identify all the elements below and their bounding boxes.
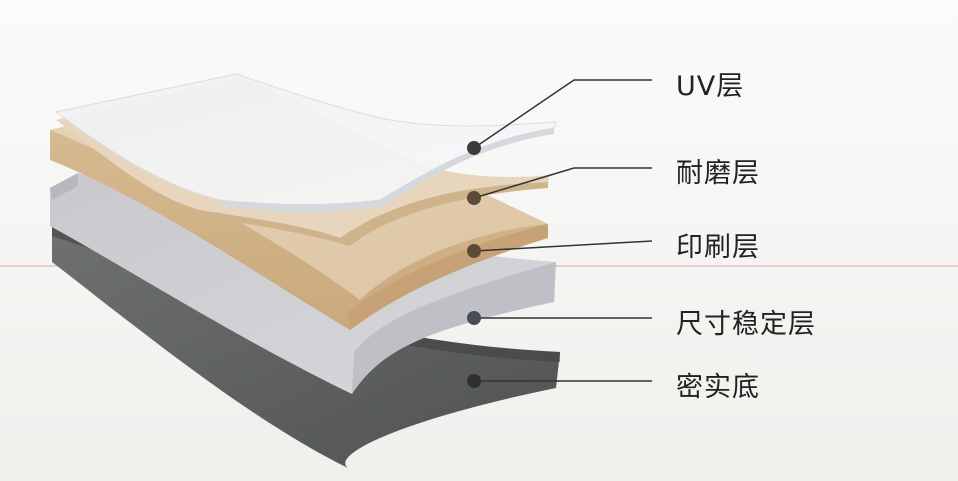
leader-core xyxy=(467,311,652,325)
leader-wear xyxy=(467,167,652,205)
leader-base xyxy=(467,374,652,388)
label-base-layer: 密实底 xyxy=(676,372,760,403)
leader-uv xyxy=(467,79,652,155)
label-print-layer: 印刷层 xyxy=(676,232,760,263)
label-wear-layer: 耐磨层 xyxy=(676,158,760,189)
label-uv-layer: UV层 xyxy=(676,71,745,102)
leader-print xyxy=(467,240,653,258)
label-core-layer: 尺寸稳定层 xyxy=(676,309,816,340)
